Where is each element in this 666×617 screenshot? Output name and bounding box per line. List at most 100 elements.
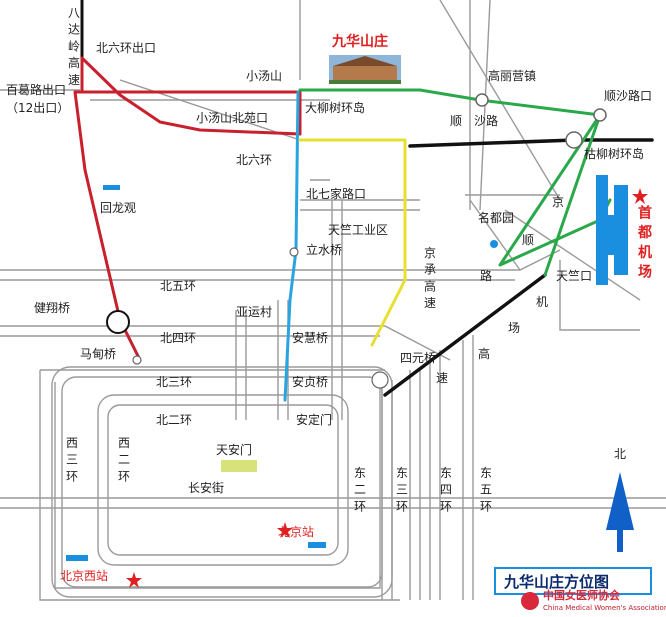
changan-avenue (0, 497, 666, 509)
label-jingshun-3: 路 (480, 268, 492, 283)
tiananmen-marker (221, 460, 257, 472)
label-madian: 马甸桥 (80, 347, 116, 361)
beijingxizhan-marker (66, 555, 88, 561)
mingdu-dot (490, 240, 498, 248)
label-shunsha-road: 顺 沙路 (450, 113, 498, 128)
huilongguan-marker (103, 185, 120, 190)
east-2-road (381, 380, 393, 600)
label-north: 北 (614, 447, 626, 461)
label-bei3: 北三环 (156, 375, 192, 389)
label-xtsbeiyuan: 小汤山北苑口 (196, 111, 268, 125)
north-road-4 (439, 0, 561, 201)
label-mingdu: 名都园 (478, 210, 514, 225)
label-andingmen: 安定门 (296, 412, 332, 427)
label-beijingxizhan: 北京西站 (60, 569, 108, 583)
label-beiqijia: 北七家路口 (306, 186, 366, 201)
second-ring (97, 394, 349, 566)
label-siyuan: 四元桥 (400, 351, 436, 365)
cmwa-logo-icon (521, 592, 539, 610)
label-jingshun-2: 顺 (522, 233, 534, 247)
beijingzhan-marker (308, 542, 326, 548)
label-dong4: 东四环 (440, 466, 452, 514)
label-yayuncun: 亚运村 (236, 305, 272, 319)
label-airport-2: 场 (508, 321, 520, 335)
label-airport-4: 速 (436, 371, 448, 385)
fourth-ring-road (0, 325, 451, 361)
label-tiananmen: 天安门 (216, 442, 252, 457)
label-bei2: 北二环 (156, 413, 192, 427)
label-airport-1: 机 (536, 295, 548, 309)
label-xi2: 西二环 (118, 436, 130, 484)
label-bei4: 北四环 (160, 331, 196, 345)
label-airport: 首都机场 (637, 205, 652, 281)
label-tianzhukou: 天竺口 (556, 268, 592, 283)
label-changan: 长安街 (188, 480, 224, 495)
north-arrow-icon (606, 472, 634, 552)
mid-road-1 (235, 310, 247, 420)
label-xi3: 西三环 (66, 436, 78, 484)
red-route-link (80, 90, 302, 136)
stars (126, 188, 648, 588)
label-anhui: 安慧桥 (292, 330, 328, 345)
black-route-airport (383, 273, 547, 397)
north-road-12 (559, 260, 640, 331)
green-route-top (298, 88, 612, 267)
green-route-side (543, 113, 602, 277)
label-anzhen: 安贞桥 (292, 374, 328, 389)
star-beijingzhan (277, 522, 293, 538)
footer-org-cn: 中国女医师协会 (543, 588, 621, 602)
label-jianxiang: 健翔桥 (34, 301, 70, 315)
label-baige-exit: 百葛路出口 (6, 82, 66, 97)
daliushu-roundabout (475, 93, 489, 107)
markers (66, 55, 628, 561)
label-shunsha-exit: 顺沙路口 (604, 88, 652, 103)
madian-marker (132, 355, 142, 365)
ring-road-outer (39, 369, 400, 601)
label-kuliushu: 枯柳树环岛 (584, 146, 644, 161)
label-bei5: 北五环 (160, 279, 196, 293)
label-dong2: 东二环 (354, 466, 366, 514)
star-airport (632, 188, 648, 204)
label-bei6-exit: 北六环出口 (96, 41, 156, 55)
ring-road-inner (54, 382, 381, 589)
jiuhua-resort-image (329, 55, 401, 84)
siyuan-marker (371, 371, 389, 389)
label-jingshun-1: 京 (552, 195, 564, 209)
label-exit12: （12出口） (6, 101, 69, 115)
label-dong5: 东五环 (480, 466, 492, 514)
airport-terminals (596, 175, 628, 285)
blue-route (283, 90, 300, 402)
label-daliushu: 大柳树环岛 (305, 100, 365, 115)
yellow-route (298, 138, 407, 347)
kuliushu-roundabout (565, 131, 583, 149)
label-tianzhu-zone: 天竺工业区 (328, 222, 388, 237)
mid-road-3 (331, 200, 343, 420)
lishui-marker (289, 247, 299, 257)
label-dong3: 东三环 (396, 466, 408, 514)
cmwa-logo: 中国女医师协会 China Medical Women's Associatio… (521, 588, 666, 612)
east-4-road (429, 350, 441, 600)
label-xiaotangshan: 小汤山 (246, 69, 282, 83)
fifth-ring-road (0, 249, 561, 271)
shunsha-roundabout (593, 108, 607, 122)
label-gaoliying: 高丽营镇 (488, 68, 536, 83)
title-badge: 九华山庄方位图 (494, 567, 652, 595)
routes (73, 0, 654, 402)
black-route-north6 (408, 138, 654, 148)
east-3-road (409, 370, 421, 600)
road-network (0, 0, 666, 601)
title-badge-text: 九华山庄方位图 (503, 573, 609, 591)
star-beijingxizhan (126, 572, 142, 588)
second-ring-inner (107, 404, 339, 556)
label-bei6: 北六环 (236, 153, 272, 167)
map-labels: 八达岭高速 北六环出口 百葛路出口 （12出口） 小汤山 九华山庄 高丽营镇 顺… (6, 6, 652, 583)
label-airport-3: 高 (478, 346, 490, 361)
label-destination: 九华山庄 (331, 33, 388, 50)
west-road-1 (119, 79, 301, 141)
footer-org-en: China Medical Women's Association（CMWA） (543, 604, 666, 612)
label-jingcheng: 京承高速 (424, 246, 436, 310)
label-huilongguan: 回龙观 (100, 201, 136, 215)
jianxiang-roundabout (106, 310, 130, 334)
